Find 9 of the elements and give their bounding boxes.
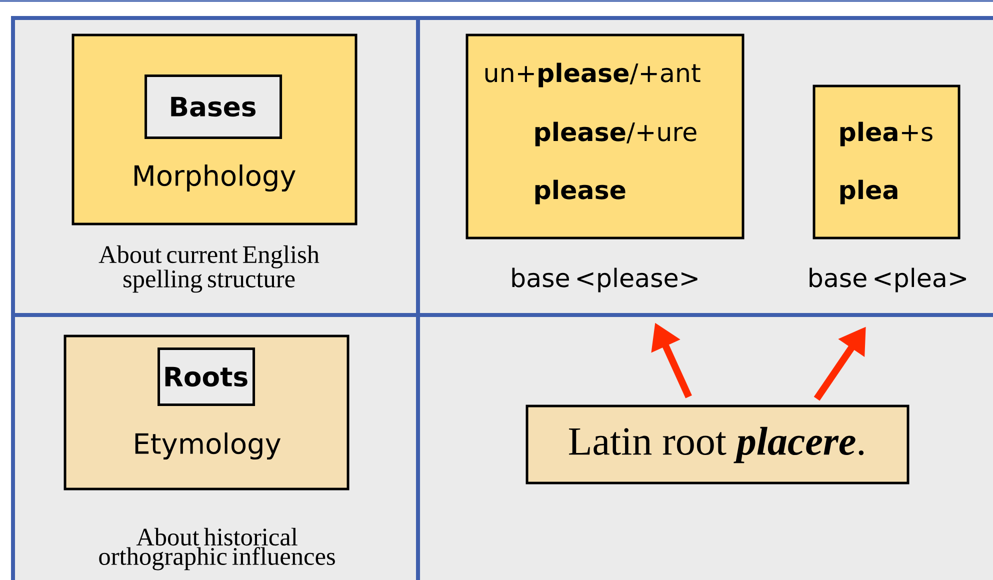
node-label: About current English spelling structure xyxy=(98,245,320,293)
label-box: Roots xyxy=(158,348,256,406)
word-box: un+please/+ant please/+ure please xyxy=(466,34,744,240)
node-label: base <plea> xyxy=(810,268,966,292)
node-label: base <please> xyxy=(512,268,698,292)
label-box: Bases xyxy=(144,74,282,139)
node-label: About historical orthographic influences xyxy=(99,528,335,570)
word-box: plea+s plea xyxy=(812,84,960,240)
word-box: Latin root placere. xyxy=(526,404,910,484)
